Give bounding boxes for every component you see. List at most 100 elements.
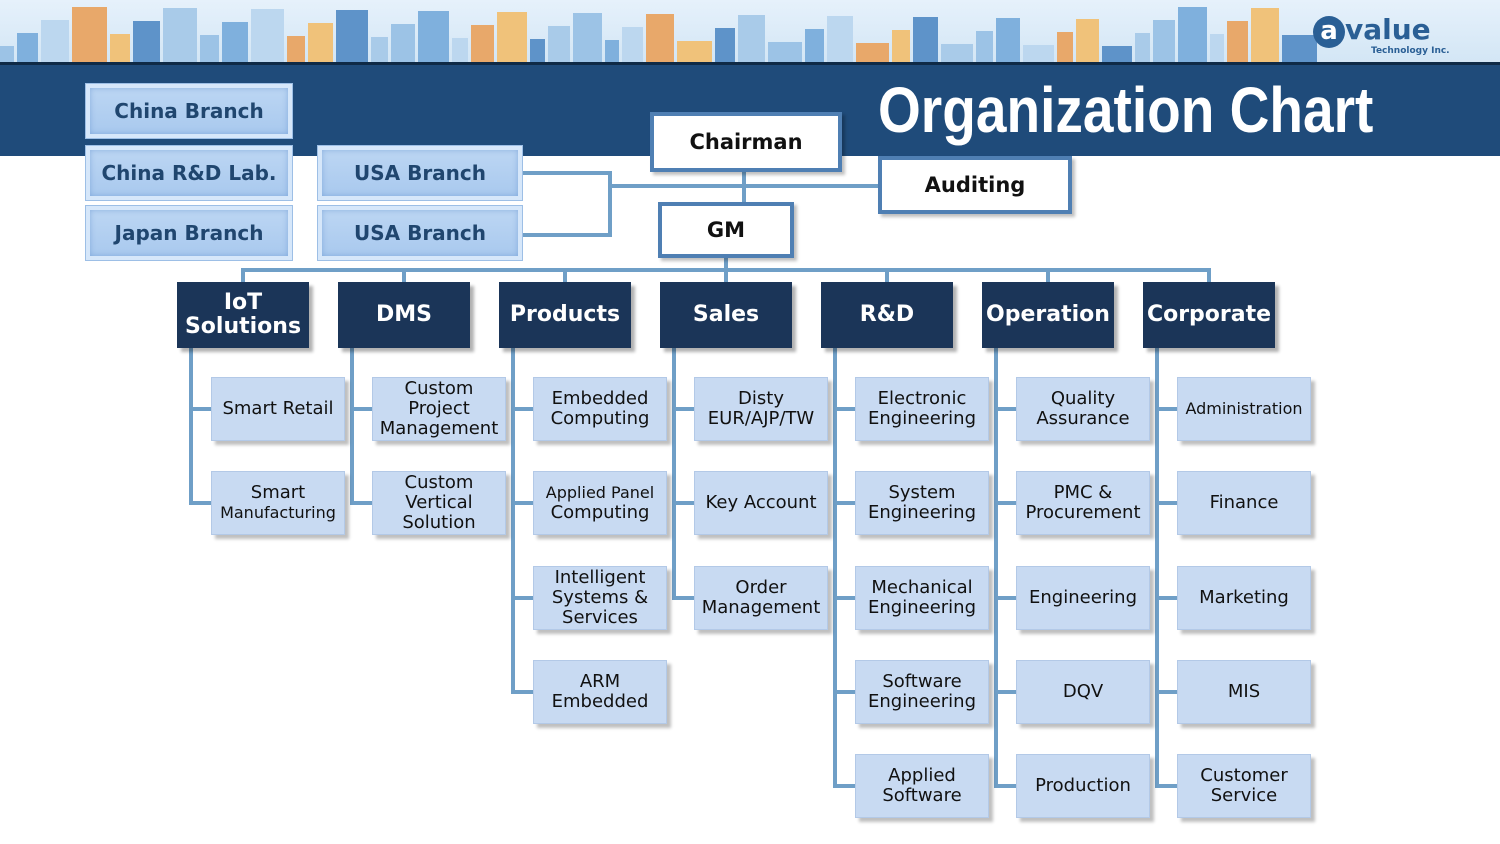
sub-unit-label: Systems &	[551, 587, 649, 608]
branch-china-rd-lab: China R&D Lab.	[85, 145, 293, 201]
sub-unit-label: Service	[1210, 785, 1278, 806]
gm-label: GM	[706, 218, 746, 242]
skyline-building	[133, 21, 160, 62]
sub-unit-label: ARM	[579, 671, 621, 692]
gm-box: GM	[658, 202, 794, 258]
department-box: R&D	[821, 282, 953, 348]
skyline-building	[738, 15, 765, 62]
skyline-building	[308, 23, 333, 62]
skyline-building	[418, 11, 449, 62]
sub-unit-label: Electronic	[877, 388, 967, 409]
sub-unit-label: MIS	[1227, 681, 1261, 702]
sub-unit-label: Embedded	[551, 388, 649, 409]
sub-unit-box: Key Account	[694, 471, 828, 535]
skyline-building	[996, 18, 1020, 62]
skyline-building	[391, 24, 415, 62]
skyline-building	[1057, 32, 1073, 62]
sub-unit-label: Computing	[550, 502, 650, 523]
skyline-building	[1282, 35, 1317, 62]
sub-unit-label: Intelligent	[554, 567, 646, 588]
skyline-building	[17, 33, 38, 62]
sub-unit-label: Engineering	[868, 408, 976, 429]
skyline-building	[287, 36, 305, 62]
sub-unit-label: Computing	[550, 408, 650, 429]
sub-unit-label: Solution	[402, 512, 476, 533]
sub-unit-label: Quality	[1050, 388, 1116, 409]
skyline-building	[827, 16, 853, 62]
sub-unit-label: Production	[1035, 775, 1131, 796]
skyline-building	[371, 37, 388, 62]
skyline-building	[646, 14, 674, 62]
sub-unit-label: Mechanical	[871, 577, 973, 598]
skyline-building	[1076, 19, 1099, 62]
sub-unit-label: Assurance	[1036, 408, 1130, 429]
skyline-building	[163, 8, 197, 62]
skyline-building	[1210, 34, 1224, 62]
skyline-building	[1135, 33, 1150, 62]
sub-unit-label: Administration	[1185, 399, 1303, 418]
page-title: Organization Chart	[878, 74, 1374, 146]
sub-unit-label: Software	[882, 785, 962, 806]
sub-unit-label: Vertical	[405, 492, 473, 513]
sub-unit-label: DQV	[1062, 681, 1104, 702]
department-box: Operation	[982, 282, 1114, 348]
department-label: IoT	[223, 290, 263, 315]
skyline-building	[573, 13, 602, 62]
sub-unit-label: Applied Panel	[545, 483, 655, 502]
skyline-building	[222, 22, 248, 62]
sub-unit-label: Engineering	[1029, 587, 1137, 608]
sub-unit-box: Smart Retail	[211, 377, 345, 441]
sub-unit-label: Engineering	[868, 502, 976, 523]
skyline-building	[471, 25, 494, 62]
department-box: Products	[499, 282, 631, 348]
sub-unit-label: Finance	[1209, 492, 1279, 513]
skyline-building	[605, 40, 619, 62]
department-label: Products	[509, 302, 621, 327]
logo-tagline: Technology Inc.	[1371, 46, 1450, 56]
city-skyline-banner	[0, 0, 1500, 62]
sub-unit-box: Marketing	[1177, 566, 1311, 630]
skyline-building	[200, 35, 219, 62]
sub-unit-label: Engineering	[868, 597, 976, 618]
sub-unit-label: Custom	[404, 378, 474, 399]
skyline-building	[497, 12, 527, 62]
skyline-building	[41, 20, 69, 62]
sub-unit-label: PMC &	[1053, 482, 1113, 503]
sub-unit-label: Procurement	[1025, 502, 1141, 523]
skyline-building	[856, 43, 889, 62]
sub-unit-box: Engineering	[1016, 566, 1150, 630]
auditing-label: Auditing	[924, 173, 1026, 197]
sub-unit-label: Services	[562, 607, 638, 628]
sub-unit-box: DQV	[1016, 660, 1150, 724]
sub-unit-label: Customer	[1200, 765, 1288, 786]
sub-unit-label: Engineering	[868, 691, 976, 712]
skyline-building	[1102, 46, 1132, 62]
skyline-building	[976, 31, 993, 62]
department-label: Corporate	[1146, 302, 1272, 327]
department-label: Sales	[692, 302, 760, 327]
skyline-building	[768, 42, 802, 62]
sub-unit-box: Production	[1016, 754, 1150, 818]
sub-unit-label: System	[888, 482, 956, 503]
sub-unit-label: Project	[408, 398, 470, 419]
branch-label: China R&D Lab.	[101, 161, 277, 185]
department-label: Operation	[986, 302, 1110, 327]
branch-usa-1: USA Branch	[317, 145, 523, 201]
skyline-building	[1251, 8, 1279, 62]
skyline-building	[548, 26, 570, 62]
department-box: Corporate	[1143, 282, 1275, 348]
department-box: Sales	[660, 282, 792, 348]
sub-unit-label: Smart	[250, 482, 306, 503]
skyline-building	[1153, 20, 1175, 62]
branch-china: China Branch	[85, 83, 293, 139]
sub-unit-label: Order	[735, 577, 787, 598]
